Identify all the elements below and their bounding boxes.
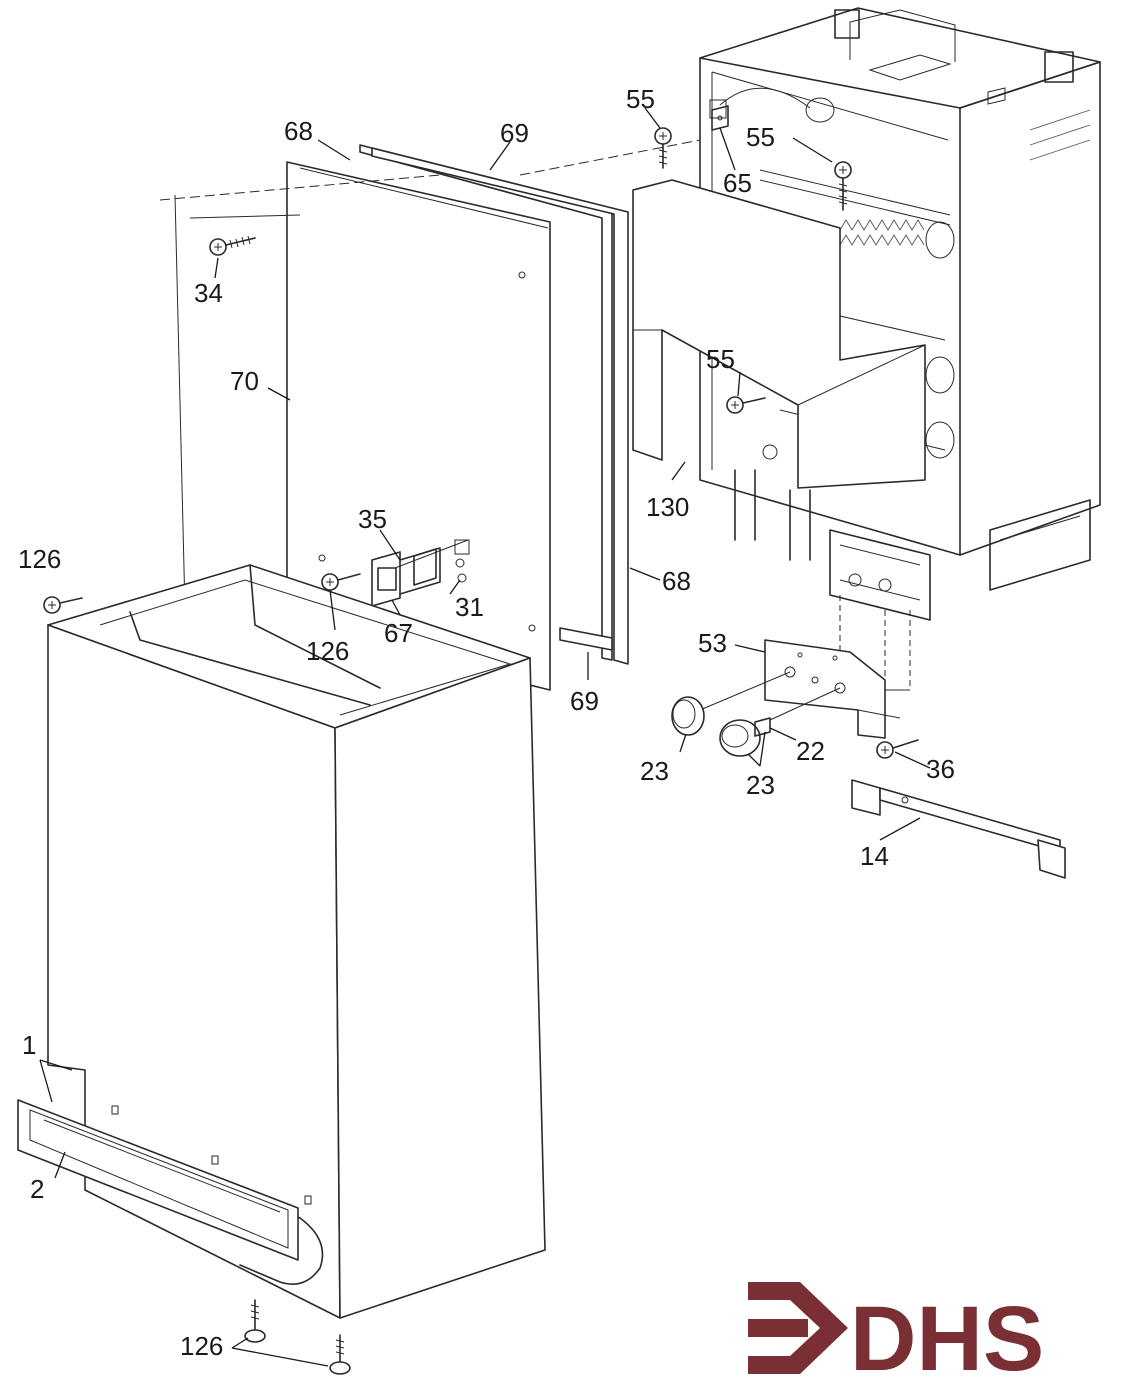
screw-36 [876, 739, 919, 759]
screw-55-mid [834, 161, 852, 211]
screw-126-bottom-left [244, 1299, 266, 1343]
callout-23-right: 23 [746, 770, 775, 800]
callout-65: 65 [723, 168, 752, 198]
screw-126-bottom-right [329, 1334, 351, 1375]
screw-55-panel [726, 396, 766, 414]
dhs-logo: DHS [748, 1282, 1044, 1390]
control-bracket-53 [699, 639, 901, 739]
dhs-logo-mark [748, 1282, 848, 1374]
callout-126-left: 126 [18, 544, 61, 574]
retaining-strap-14 [851, 779, 1066, 879]
inner-panel-70 [159, 139, 701, 691]
callout-labels: 68 69 55 55 65 34 70 55 130 35 126 31 68… [18, 84, 955, 1361]
callout-126-center: 126 [306, 636, 349, 666]
callout-69-top: 69 [500, 118, 529, 148]
callout-53: 53 [698, 628, 727, 658]
knob-23-left [671, 696, 705, 736]
callout-67: 67 [384, 618, 413, 648]
leader-lines [39, 107, 931, 1367]
dhs-logo-text: DHS [850, 1288, 1044, 1390]
callout-55-panel: 55 [706, 344, 735, 374]
knob-23-right [719, 719, 761, 757]
callout-55-top: 55 [626, 84, 655, 114]
callout-36: 36 [926, 754, 955, 784]
callout-69-bottom: 69 [570, 686, 599, 716]
combustion-cover-130 [632, 179, 926, 489]
callout-130: 130 [646, 492, 689, 522]
screw-34 [209, 235, 256, 256]
callout-22: 22 [796, 736, 825, 766]
top-connector-right [1044, 51, 1074, 83]
callout-1: 1 [22, 1030, 36, 1060]
switch-assembly [371, 539, 470, 607]
callout-14: 14 [860, 841, 889, 871]
callout-23-left: 23 [640, 756, 669, 786]
spindle-22 [754, 717, 771, 737]
callout-34: 34 [194, 278, 223, 308]
callout-35: 35 [358, 504, 387, 534]
callout-126-bottom: 126 [180, 1331, 223, 1361]
callout-55-mid: 55 [746, 122, 775, 152]
seal-strips-68-69 [359, 144, 629, 665]
callout-31: 31 [455, 592, 484, 622]
callout-68-top: 68 [284, 116, 313, 146]
screw-126-left [43, 596, 83, 614]
bracket-65 [711, 105, 729, 131]
screw-55-top [654, 127, 672, 169]
callout-68-right: 68 [662, 566, 691, 596]
top-connector-left [834, 9, 860, 39]
callout-70: 70 [230, 366, 259, 396]
control-fascia-2 [17, 1099, 299, 1261]
outer-casing [47, 564, 546, 1319]
callout-2: 2 [30, 1174, 44, 1204]
